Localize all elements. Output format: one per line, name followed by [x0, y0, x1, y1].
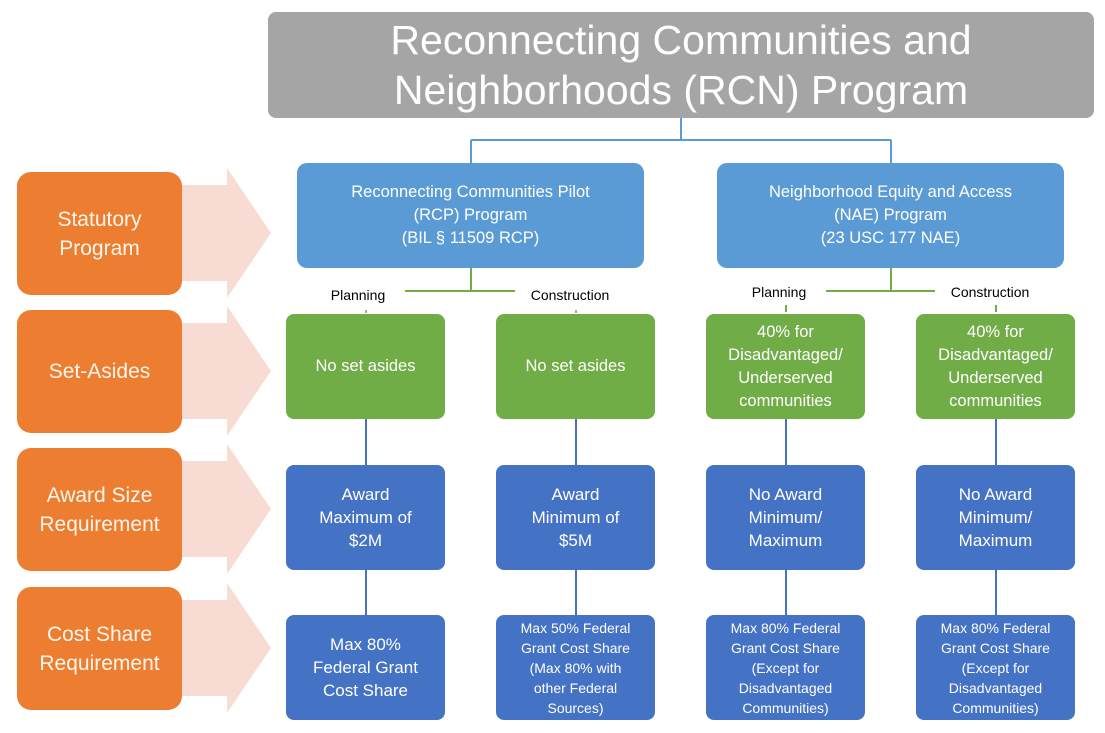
cell-text: 40% for Disadvantaged/ Underserved commu… [728, 322, 843, 410]
row-label-set-asides: Set-Asides [17, 310, 182, 433]
program-name: Neighborhood Equity and Access (NAE) Pro… [768, 183, 1013, 247]
phase-label-nae-construction: Construction [950, 284, 1030, 300]
cell-text: No Award Minimum/ Maximum [958, 485, 1033, 550]
cell-text: Award Minimum of $5M [531, 485, 620, 550]
cell-text: Award Maximum of $2M [319, 485, 412, 550]
set-aside-nae-construction: 40% for Disadvantaged/ Underserved commu… [916, 314, 1075, 419]
set-aside-rcp-construction: No set asides [496, 314, 655, 419]
row-arrow-award-size [160, 444, 271, 574]
cell-text: 40% for Disadvantaged/ Underserved commu… [938, 322, 1053, 410]
cell-text: No Award Minimum/ Maximum [748, 485, 823, 550]
cost-share-rcp-planning: Max 80% Federal Grant Cost Share [286, 615, 445, 720]
cost-share-rcp-construction: Max 50% Federal Grant Cost Share (Max 80… [496, 615, 655, 720]
cost-share-nae-planning: Max 80% Federal Grant Cost Share (Except… [706, 615, 865, 720]
cell-text: Max 50% Federal Grant Cost Share (Max 80… [520, 619, 631, 716]
cell-text: Max 80% Federal Grant Cost Share (Except… [940, 619, 1051, 716]
row-label-statutory-program: Statutory Program [17, 172, 182, 295]
award-size-nae-planning: No Award Minimum/ Maximum [706, 465, 865, 570]
cell-text: Max 80% Federal Grant Cost Share (Except… [730, 619, 841, 716]
diagram-title-text: Reconnecting Communities and Neighborhoo… [390, 17, 972, 113]
row-label-text: Award Size Requirement [39, 483, 160, 536]
phase-label-rcp-planning: Planning [330, 287, 386, 303]
column-connectors [365, 419, 997, 615]
rcp-phase-connector [405, 268, 515, 292]
set-aside-nae-planning: 40% for Disadvantaged/ Underserved commu… [706, 314, 865, 419]
row-arrow-statutory [160, 168, 271, 298]
phase-label-rcp-construction: Construction [530, 287, 610, 303]
row-label-text: Statutory Program [57, 207, 142, 260]
cell-text: No set asides [525, 357, 626, 375]
cell-text: No set asides [315, 357, 416, 375]
row-arrow-cost-share [160, 583, 271, 713]
set-aside-rcp-planning: No set asides [286, 314, 445, 419]
title-connector [470, 118, 892, 163]
row-label-text: Set-Asides [48, 360, 151, 383]
program-box-rcp: Reconnecting Communities Pilot (RCP) Pro… [297, 163, 644, 268]
diagram-title: Reconnecting Communities and Neighborhoo… [268, 12, 1094, 118]
cell-text: Max 80% Federal Grant Cost Share [313, 635, 418, 700]
program-name: Reconnecting Communities Pilot (RCP) Pro… [351, 183, 590, 247]
phase-ticks [365, 305, 997, 313]
row-label-cost-share: Cost Share Requirement [17, 587, 182, 710]
award-size-rcp-construction: Award Minimum of $5M [496, 465, 655, 570]
award-size-rcp-planning: Award Maximum of $2M [286, 465, 445, 570]
phase-label-nae-planning: Planning [751, 284, 807, 300]
row-label-text: Cost Share Requirement [39, 622, 160, 675]
row-label-award-size: Award Size Requirement [17, 448, 182, 571]
cost-share-nae-construction: Max 80% Federal Grant Cost Share (Except… [916, 615, 1075, 720]
program-box-nae: Neighborhood Equity and Access (NAE) Pro… [717, 163, 1064, 268]
nae-phase-connector [826, 268, 935, 292]
row-arrow-set-asides [160, 306, 271, 436]
award-size-nae-construction: No Award Minimum/ Maximum [916, 465, 1075, 570]
